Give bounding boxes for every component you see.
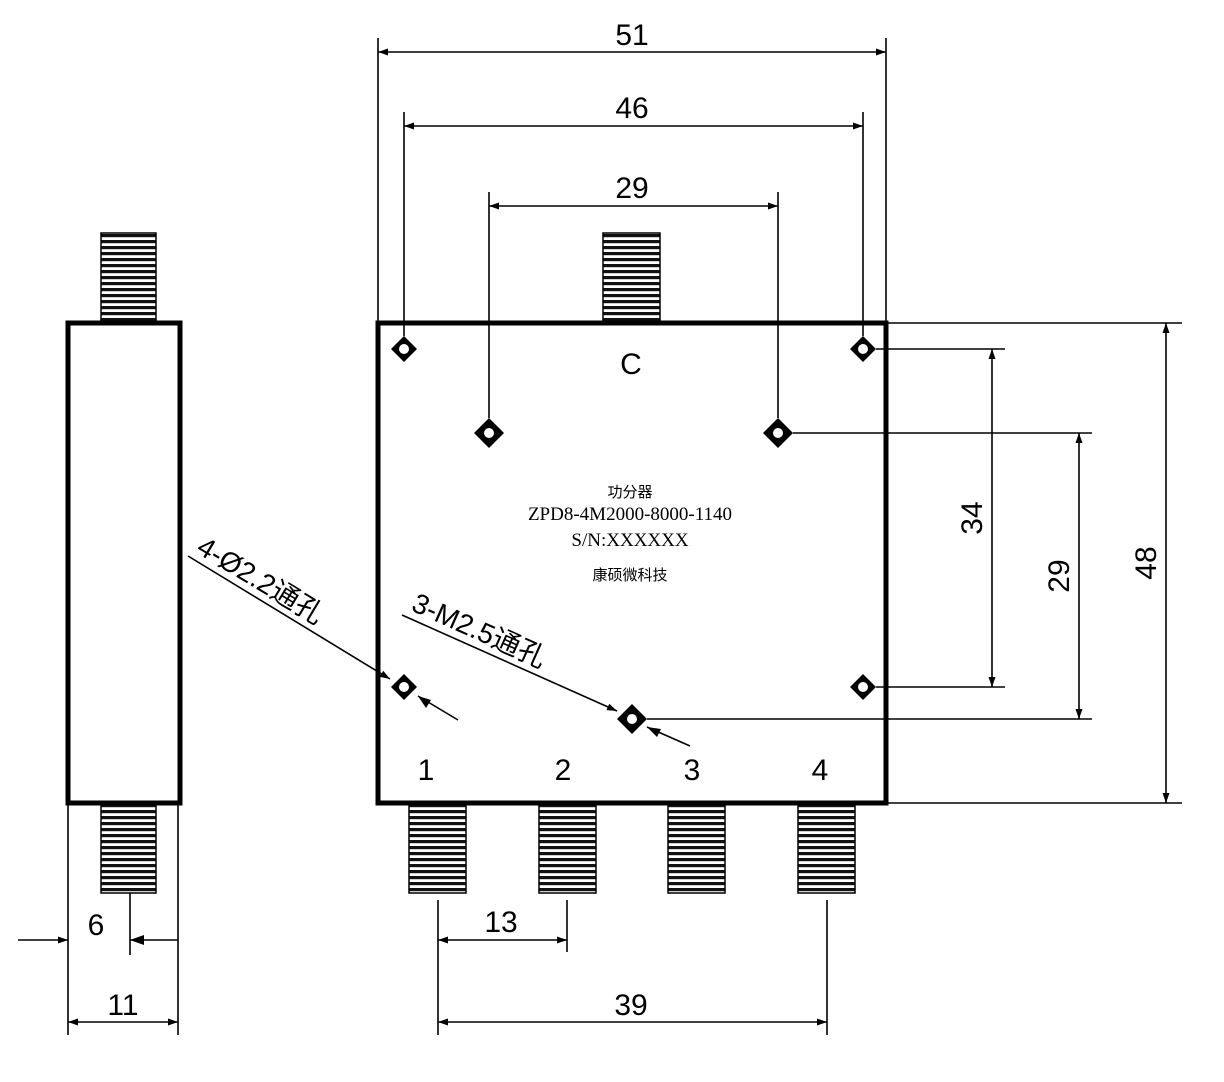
output-connector-3 [667,802,726,894]
callout-through-holes: 4-Ø2.2通孔 [192,531,329,631]
dim-39: 39 [614,989,647,1022]
dim-side-11: 11 [107,989,138,1022]
dim-side-6: 6 [88,909,105,942]
port-label-2: 2 [555,754,572,787]
side-view: 6 11 [18,232,183,1035]
dim-51: 51 [615,19,648,52]
dim-29-right: 29 [1043,559,1076,592]
dim-48: 48 [1130,546,1163,579]
port-label-c: C [620,348,642,381]
label-line-4: 康硕微科技 [592,567,667,584]
dim-46: 46 [615,92,648,125]
through-hole [850,674,876,700]
port-label-1: 1 [418,754,435,787]
dim-29-top: 29 [615,172,648,205]
threaded-hole [617,704,647,734]
side-top-connector [100,232,157,324]
threaded-hole [763,418,793,448]
label-line-2: ZPD8-4M2000-8000-1140 [528,504,732,525]
side-bottom-connector [100,802,157,894]
input-connector [602,232,661,324]
output-connector-1 [408,802,467,894]
dim-13: 13 [484,906,517,939]
threaded-hole [474,418,504,448]
label-plate: 功分器 ZPD8-4M2000-8000-1140 S/N:XXXXXX 康硕微… [528,484,732,584]
through-hole [850,336,876,362]
through-hole [391,674,417,700]
output-connector-2 [538,802,597,894]
dim-34: 34 [956,501,989,534]
port-label-3: 3 [684,754,701,787]
label-line-1: 功分器 [607,484,652,501]
through-hole [391,336,417,362]
output-connector-4 [797,802,856,894]
port-label-4: 4 [812,754,829,787]
front-view: C 1 2 3 4 功分器 ZPD8-4M2000-8000-1140 S/N:… [187,19,1182,1035]
side-body [65,320,183,806]
label-line-3: S/N:XXXXXX [571,530,688,551]
